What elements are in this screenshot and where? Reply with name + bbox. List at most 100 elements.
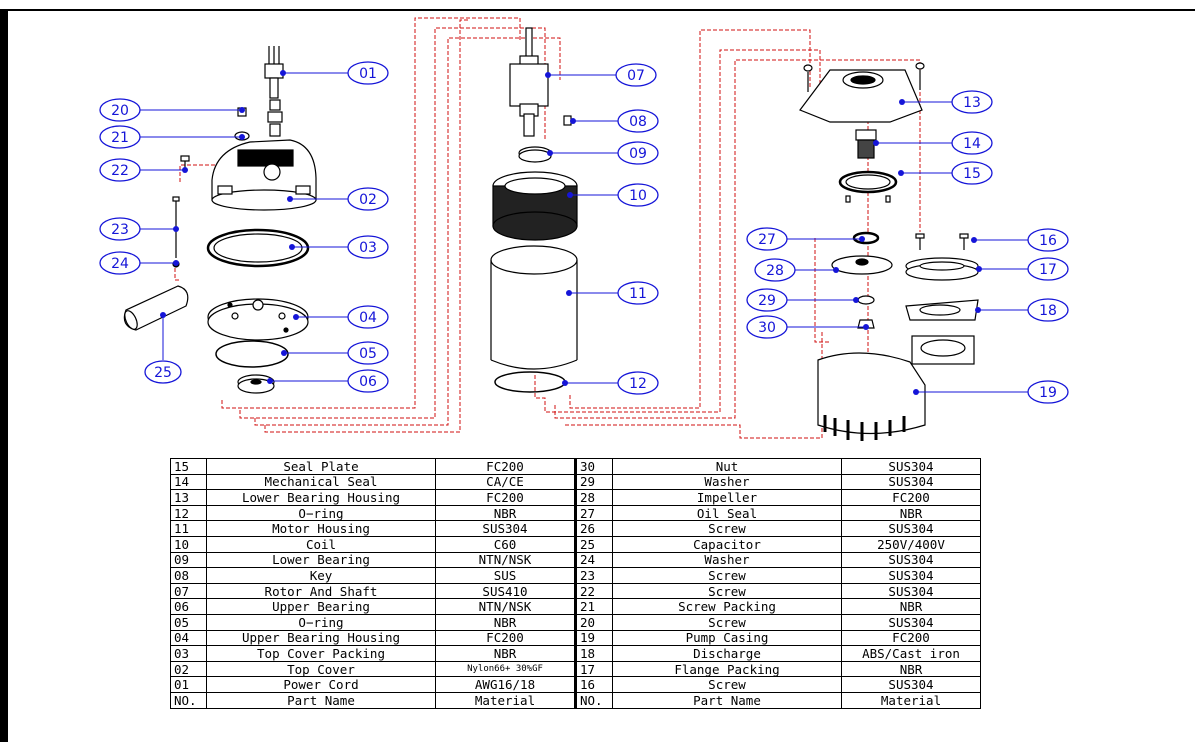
part-material: Material <box>841 691 981 709</box>
part-name: Lower Bearing <box>206 551 436 569</box>
part-number: 17 <box>574 660 613 678</box>
part-upper-bearing <box>237 374 275 394</box>
part-number: 04 <box>170 629 207 647</box>
part-name: Rotor And Shaft <box>206 582 436 600</box>
callout-14: 14 <box>963 136 981 152</box>
part-material: SUS304 <box>841 582 981 600</box>
callout-09: 09 <box>629 146 647 162</box>
part-material: NBR <box>435 504 576 522</box>
part-pump-casing <box>817 335 975 441</box>
part-number: 01 <box>170 676 207 693</box>
part-number: 11 <box>170 520 207 537</box>
frame-top-border <box>0 9 1195 11</box>
part-lower-bearing-housing <box>799 62 925 123</box>
callout-11: 11 <box>629 286 647 302</box>
part-number: 14 <box>170 473 207 491</box>
part-number: 22 <box>574 582 613 600</box>
part-name: Upper Bearing <box>206 598 436 615</box>
part-name: O−ring <box>206 504 436 522</box>
part-number: 30 <box>574 458 613 475</box>
leader-dots <box>160 70 982 395</box>
part-material: FC200 <box>435 458 576 475</box>
callout-15: 15 <box>963 166 981 182</box>
part-material: NBR <box>435 613 576 631</box>
part-material: SUS304 <box>841 551 981 569</box>
part-number: 06 <box>170 598 207 615</box>
part-name: O−ring <box>206 613 436 631</box>
part-name: Part Name <box>612 691 842 709</box>
callout-18: 18 <box>1039 303 1057 319</box>
part-lower-bearing <box>518 146 552 163</box>
part-name: Washer <box>612 473 842 491</box>
part-number: 27 <box>574 504 613 522</box>
part-number: 15 <box>170 458 207 475</box>
part-number: NO. <box>170 691 207 709</box>
part-material: FC200 <box>841 629 981 647</box>
part-material: SUS304 <box>435 520 576 537</box>
callout-13: 13 <box>963 95 981 111</box>
part-name: Upper Bearing Housing <box>206 629 436 647</box>
part-name: Discharge <box>612 645 842 662</box>
part-washer-nut <box>857 295 875 329</box>
part-number: 12 <box>170 504 207 522</box>
part-material: ABS/Cast iron <box>841 645 981 662</box>
part-name: Top Cover <box>206 660 436 678</box>
callout-24: 24 <box>111 256 129 272</box>
part-oil-seal <box>852 231 880 245</box>
part-number: 02 <box>170 660 207 678</box>
callout-bubbles <box>99 61 1069 404</box>
part-number: 18 <box>574 645 613 662</box>
part-capacitor <box>123 285 189 331</box>
part-name: Nut <box>612 458 842 475</box>
part-material: CA/CE <box>435 473 576 491</box>
part-material: NBR <box>841 504 981 522</box>
part-material: NTN/NSK <box>435 598 576 615</box>
part-number: 10 <box>170 535 207 553</box>
part-number: 05 <box>170 613 207 631</box>
part-material: SUS304 <box>841 567 981 584</box>
part-seal-plate <box>838 170 898 203</box>
callout-22: 22 <box>111 163 129 179</box>
callout-21: 21 <box>111 130 129 146</box>
part-number: 08 <box>170 567 207 584</box>
callout-08: 08 <box>629 114 647 130</box>
part-name: Top Cover Packing <box>206 645 436 662</box>
part-number: 13 <box>170 489 207 506</box>
part-flange-packing <box>905 257 979 281</box>
part-number: 09 <box>170 551 207 569</box>
callout-04: 04 <box>359 310 377 326</box>
callout-30: 30 <box>758 320 776 336</box>
callout-10: 10 <box>629 188 647 204</box>
part-name: Screw <box>612 582 842 600</box>
part-number: 19 <box>574 629 613 647</box>
part-name: Motor Housing <box>206 520 436 537</box>
callout-03: 03 <box>359 240 377 256</box>
part-material: SUS <box>435 567 576 584</box>
part-name: Coil <box>206 535 436 553</box>
part-number: 07 <box>170 582 207 600</box>
part-rotor-shaft <box>509 27 572 137</box>
part-material: NBR <box>841 660 981 678</box>
part-material: SUS304 <box>841 613 981 631</box>
callout-07: 07 <box>627 68 645 84</box>
part-material: FC200 <box>435 629 576 647</box>
callout-25: 25 <box>154 365 172 381</box>
part-number: 29 <box>574 473 613 491</box>
callout-05: 05 <box>359 346 377 362</box>
part-number: 16 <box>574 676 613 693</box>
part-number: 23 <box>574 567 613 584</box>
part-material: NTN/NSK <box>435 551 576 569</box>
callout-numbers: 01 02 03 04 05 06 07 08 09 10 11 12 13 1… <box>111 66 1057 401</box>
part-name: Washer <box>612 551 842 569</box>
part-material: FC200 <box>435 489 576 506</box>
